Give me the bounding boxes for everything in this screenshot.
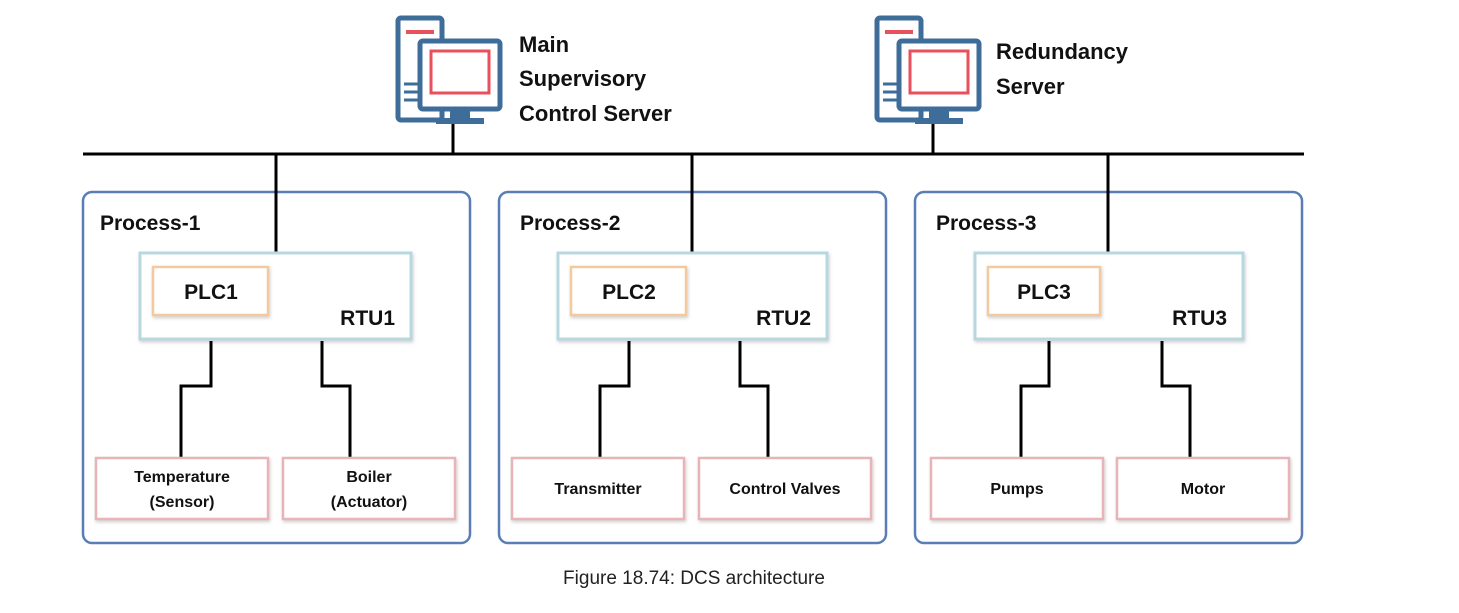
boiler-actuator-box <box>281 456 457 521</box>
rtu1-to-temperature-link <box>179 341 213 458</box>
figure-caption: Figure 18.74: DCS architecture <box>563 568 825 589</box>
main-server-label-line-3: Control Server <box>519 101 672 126</box>
rtu2-to-transmitter-link <box>598 341 631 458</box>
rtu2-label: RTU2 <box>756 307 811 330</box>
transmitter-label: Transmitter <box>554 481 641 498</box>
temperature-sensor-label-line-1: Temperature <box>134 469 230 486</box>
plc1-box <box>151 265 270 317</box>
plc1-label: PLC1 <box>184 281 238 304</box>
temperature-sensor-box <box>94 456 270 521</box>
process-1-group: Process-1 PLC1 RTU1 Temperature (Sensor)… <box>81 154 472 545</box>
redundancy-server-label-line-2: Server <box>996 74 1065 99</box>
pumps-box <box>929 456 1105 521</box>
plc3-box <box>986 265 1102 317</box>
motor-label: Motor <box>1181 481 1225 498</box>
transmitter-box <box>510 456 686 521</box>
pumps-label: Pumps <box>990 481 1043 498</box>
process-1-title: Process-1 <box>100 212 201 235</box>
plc3-label: PLC3 <box>1017 281 1071 304</box>
main-server-icon <box>395 15 503 124</box>
redundancy-server-label-line-1: Redundancy <box>996 39 1129 64</box>
rtu1-label: RTU1 <box>340 307 395 330</box>
redundancy-server-icon <box>874 15 982 124</box>
motor-box <box>1115 456 1291 521</box>
rtu3-to-motor-link <box>1160 341 1192 458</box>
process-3-group: Process-3 PLC3 RTU3 Pumps Motor <box>913 154 1304 545</box>
temperature-sensor-label-line-2: (Sensor) <box>150 494 215 511</box>
rtu1-to-boiler-link <box>320 341 352 458</box>
boiler-actuator-label-line-2: (Actuator) <box>331 494 407 511</box>
main-server-label-line-2: Supervisory <box>519 66 647 91</box>
plc2-label: PLC2 <box>602 281 656 304</box>
control-valves-box <box>697 456 873 521</box>
process-2-group: Process-2 PLC2 RTU2 Transmitter Control … <box>497 154 888 545</box>
main-server-label-line-1: Main <box>519 32 569 57</box>
rtu2-to-control-valves-link <box>738 341 770 458</box>
rtu3-to-pumps-link <box>1019 341 1051 458</box>
process-3-title: Process-3 <box>936 212 1036 235</box>
rtu3-label: RTU3 <box>1172 307 1227 330</box>
control-valves-label: Control Valves <box>729 481 840 498</box>
process-2-title: Process-2 <box>520 212 620 235</box>
plc2-box <box>569 265 688 317</box>
boiler-actuator-label-line-1: Boiler <box>346 469 391 486</box>
